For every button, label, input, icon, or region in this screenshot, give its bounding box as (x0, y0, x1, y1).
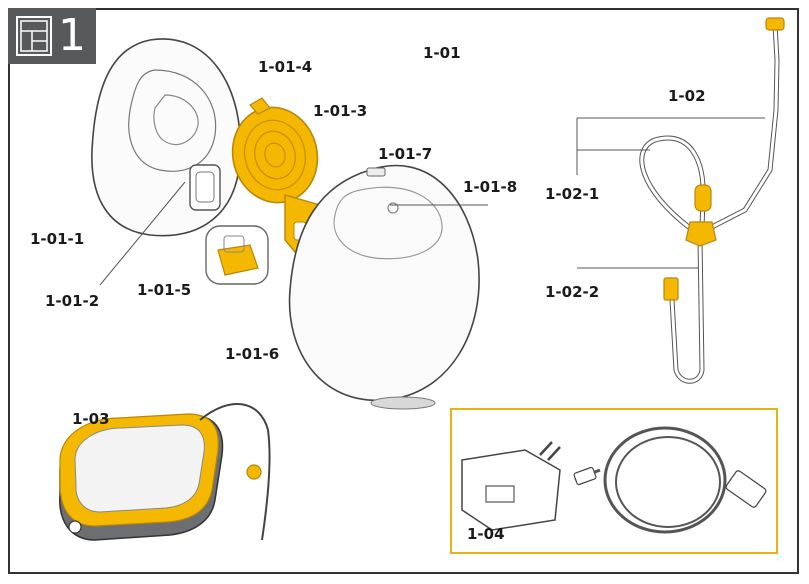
breast-shield (91, 38, 242, 237)
label-1-02: 1-02 (668, 87, 706, 105)
pump-body (288, 164, 480, 410)
step-number: 1 (58, 10, 86, 61)
charger-and-cable (461, 426, 767, 534)
step-badge: 1 (8, 8, 96, 64)
label-1-01-3: 1-01-3 (313, 102, 368, 120)
label-1-04: 1-04 (467, 525, 505, 543)
valve (205, 225, 269, 285)
label-1-01-4: 1-01-4 (258, 58, 313, 76)
diaphragm (231, 97, 321, 259)
accessory-box (450, 408, 778, 554)
label-1-01-6: 1-01-6 (225, 345, 280, 363)
label-1-02-1: 1-02-1 (545, 185, 600, 203)
manual-pages-icon (16, 16, 52, 56)
label-1-01-7: 1-01-7 (378, 145, 433, 163)
leader-lines (99, 117, 765, 286)
label-1-03: 1-03 (72, 410, 110, 428)
label-1-01-2: 1-01-2 (45, 292, 100, 310)
label-1-01-5: 1-01-5 (137, 281, 192, 299)
tube-assembly (639, 17, 785, 384)
label-1-01-8: 1-01-8 (463, 178, 518, 196)
label-1-02-2: 1-02-2 (545, 283, 600, 301)
label-1-01-1: 1-01-1 (30, 230, 85, 248)
remote-control (59, 403, 271, 541)
label-1-01: 1-01 (423, 44, 461, 62)
